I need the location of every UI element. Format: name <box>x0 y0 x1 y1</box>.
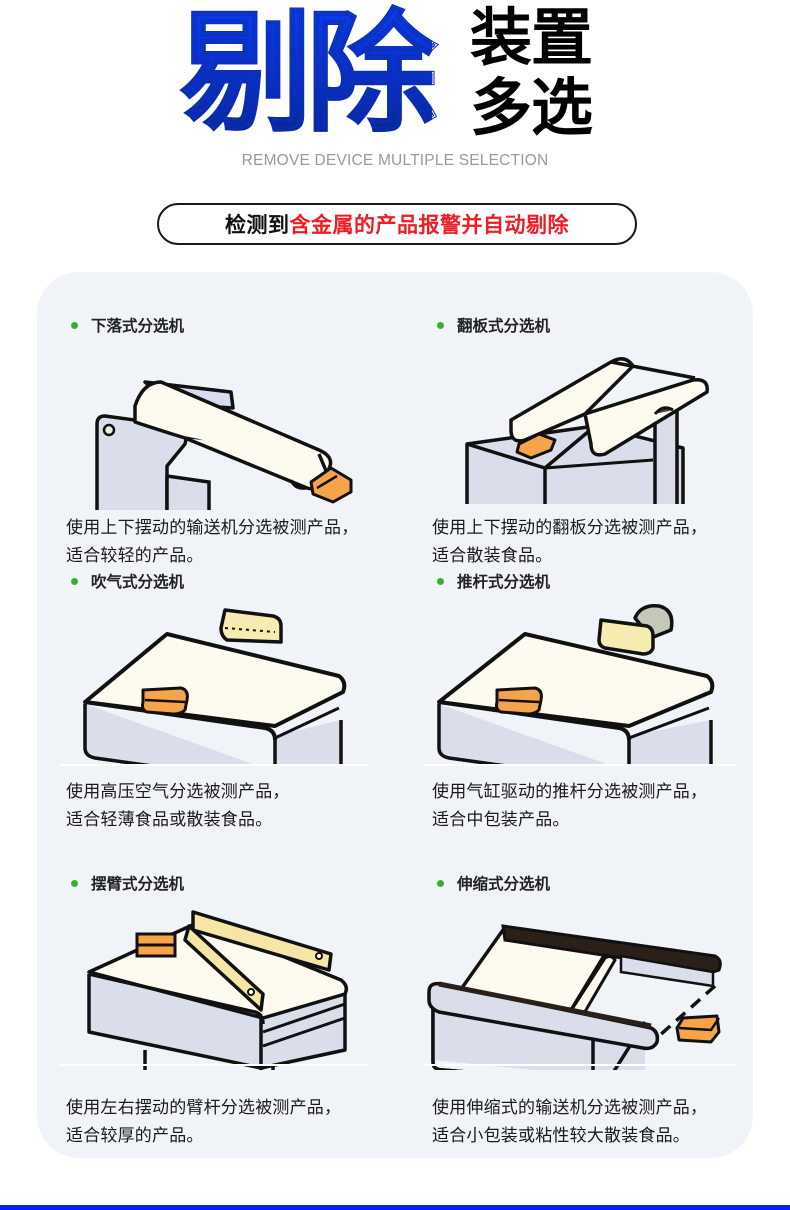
card-title-text: 伸缩式分选机 <box>457 875 551 893</box>
bullet-dot-icon <box>437 321 444 329</box>
card-description: 使用上下摆动的输送机分选被测产品， 适合较轻的产品。 <box>66 514 358 570</box>
push-rod-illustration <box>415 596 755 766</box>
desc-line2: 适合较厚的产品。 <box>66 1126 204 1146</box>
hero-title-side-line1: 装置 <box>470 1 593 74</box>
card-title-text: 下落式分选机 <box>91 317 185 335</box>
desc-line2: 适合轻薄食品或散装食品。 <box>66 810 273 830</box>
tagline-pill: 检测到含金属的产品报警并自动剔除 <box>157 203 637 245</box>
desc-line1: 使用高压空气分选被测产品， <box>66 782 290 802</box>
air-blow-icon <box>83 608 347 766</box>
card-description: 使用气缸驱动的推杆分选被测产品， 适合中包装产品。 <box>432 778 707 834</box>
card-title: 摆臂式分选机 <box>71 872 184 894</box>
card-title: 下落式分选机 <box>71 314 184 336</box>
tagline-black-text: 检测到 <box>225 213 290 237</box>
card-title: 伸缩式分选机 <box>437 872 550 894</box>
tagline-red-text: 含金属的产品报警并自动剔除 <box>289 213 569 237</box>
drop-conveyor-icon <box>95 380 353 510</box>
card-description: 使用伸缩式的输送机分选被测产品， 适合小包装或粘性较大散装食品。 <box>432 1094 707 1150</box>
divider <box>59 764 369 766</box>
card-title-text: 摆臂式分选机 <box>91 875 185 893</box>
desc-line2: 适合散装食品。 <box>432 546 553 566</box>
bullet-dot-icon <box>71 879 78 887</box>
flip-plate-illustration <box>415 334 755 504</box>
card-swing-arm-sorter: 摆臂式分选机 使用左右摆动的臂杆分选被测产品， 适合较厚的产品。 <box>49 872 389 1146</box>
retractable-conveyor-icon <box>427 924 722 1070</box>
hero-title-main: 剔除 <box>180 0 439 151</box>
desc-line1: 使用上下摆动的翻板分选被测产品， <box>432 518 708 538</box>
card-retractable-sorter: 伸缩式分选机 使用伸缩式的输送机分选被测产品， 适合小包装或粘性较大散装食品。 <box>415 872 755 1146</box>
push-rod-icon <box>437 604 715 766</box>
card-title: 翻板式分选机 <box>437 314 550 336</box>
card-title: 吹气式分选机 <box>71 570 184 592</box>
divider <box>425 1064 735 1066</box>
hero-title-side-line2: 多选 <box>470 71 593 144</box>
drop-conveyor-illustration <box>49 340 389 510</box>
desc-line1: 使用伸缩式的输送机分选被测产品， <box>432 1098 708 1118</box>
card-flip-sorter: 翻板式分选机 使用上下摆动的翻板分选被测产品， 适合散装食品。 <box>415 314 755 566</box>
card-drop-sorter: 下落式分选机 使用上下摆动的输送机分选被测产品， 适合较轻的产品。 <box>49 314 389 566</box>
desc-line1: 使用左右摆动的臂杆分选被测产品， <box>66 1098 342 1118</box>
desc-line2: 适合中包装产品。 <box>432 810 570 830</box>
card-title-text: 翻板式分选机 <box>457 317 551 335</box>
desc-line1: 使用上下摆动的输送机分选被测产品， <box>66 518 359 538</box>
bullet-dot-icon <box>437 577 444 585</box>
air-blow-illustration <box>49 596 389 766</box>
bullet-dot-icon <box>71 321 78 329</box>
card-title: 推杆式分选机 <box>437 570 550 592</box>
card-title-text: 推杆式分选机 <box>457 573 551 591</box>
subtitle-english: REMOVE DEVICE MULTIPLE SELECTION <box>241 152 549 169</box>
bullet-dot-icon <box>71 577 78 585</box>
flip-plate-icon <box>465 357 709 504</box>
card-description: 使用上下摆动的翻板分选被测产品， 适合散装食品。 <box>432 514 707 570</box>
swing-arm-illustration <box>49 900 389 1070</box>
divider <box>59 1064 369 1066</box>
hero-title-side: 装置 多选 <box>470 1 593 144</box>
card-title-text: 吹气式分选机 <box>91 573 185 591</box>
card-description: 使用高压空气分选被测产品， 适合轻薄食品或散装食品。 <box>66 778 290 834</box>
footer-accent-bar <box>0 1205 790 1210</box>
sorter-types-panel: 下落式分选机 使用上下摆动的输送机分选被测产品， 适合较轻的产品。 翻板式分选机 <box>37 272 753 1158</box>
divider <box>425 764 735 766</box>
desc-line1: 使用气缸驱动的推杆分选被测产品， <box>432 782 708 802</box>
desc-line2: 适合小包装或粘性较大散装食品。 <box>432 1126 690 1146</box>
swing-arm-icon <box>87 910 349 1070</box>
hero-header: 剔除 装置 多选 <box>0 0 790 150</box>
card-description: 使用左右摆动的臂杆分选被测产品， 适合较厚的产品。 <box>66 1094 341 1150</box>
bullet-dot-icon <box>437 879 444 887</box>
card-air-blow-sorter: 吹气式分选机 使用高压空气分选被测产品， 适合轻薄食品或散装食品。 <box>49 570 389 830</box>
card-push-rod-sorter: 推杆式分选机 使用气缸驱动的推杆分选被测产品， 适合中包装产品。 <box>415 570 755 830</box>
retractable-conveyor-illustration <box>415 900 755 1070</box>
desc-line2: 适合较轻的产品。 <box>66 546 204 566</box>
